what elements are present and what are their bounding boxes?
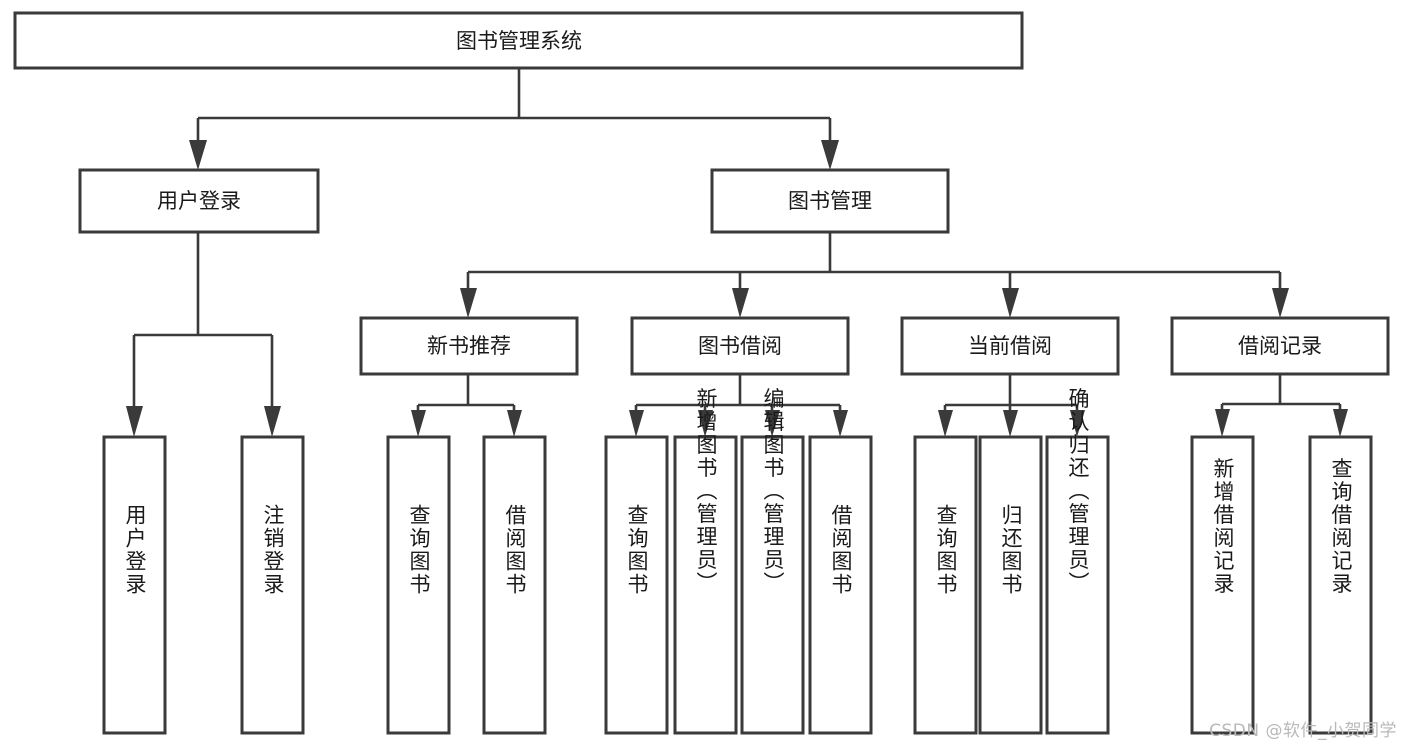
node-leaf-query-book-1-label: 查询图书 xyxy=(407,504,431,596)
arrowhead-leaf-query-book-2 xyxy=(629,410,644,437)
node-leaf-logout[interactable]: 注销登录 xyxy=(240,435,305,735)
node-leaf-edit-book-box[interactable] xyxy=(740,435,805,735)
node-leaf-query-book-3[interactable]: 查询图书 xyxy=(913,435,978,735)
node-root-label: 图书管理系统 xyxy=(456,29,582,53)
node-leaf-confirm-return-label: 确认归还（管理员） xyxy=(1066,388,1090,595)
node-leaf-borrow-book-2[interactable]: 借阅图书 xyxy=(808,435,873,735)
node-book-borrow-box[interactable] xyxy=(630,316,850,376)
node-leaf-confirm-return[interactable]: 确认归还（管理员） xyxy=(1045,388,1110,735)
node-book-borrow[interactable]: 图书借阅 xyxy=(630,316,850,376)
arrowhead-leaf-user-login xyxy=(126,406,143,437)
node-leaf-query-book-3-label: 查询图书 xyxy=(934,504,958,596)
node-leaf-query-record[interactable]: 查询借阅记录 xyxy=(1308,435,1373,735)
node-leaf-return-book-label: 归还图书 xyxy=(999,504,1023,596)
nodes-layer: 图书管理系统 用户登录 图书管理 新书推荐 图书借阅 xyxy=(13,11,1390,735)
node-leaf-borrow-book-1-box[interactable] xyxy=(482,435,547,735)
arrowhead-leaf-query-book-1 xyxy=(411,410,426,437)
node-leaf-add-book[interactable]: 新增图书（管理员） xyxy=(673,388,738,735)
node-root[interactable]: 图书管理系统 xyxy=(13,11,1024,70)
node-root-box[interactable] xyxy=(13,11,1024,70)
arrowhead-new-book-recommend xyxy=(460,288,477,318)
arrowhead-leaf-add-book xyxy=(698,410,713,437)
arrowhead-leaf-query-record xyxy=(1333,409,1348,437)
node-leaf-edit-book[interactable]: 编辑图书（管理员） xyxy=(740,388,805,735)
node-leaf-query-book-2-label: 查询图书 xyxy=(625,504,649,596)
node-leaf-borrow-book-2-label: 借阅图书 xyxy=(829,504,853,596)
node-leaf-edit-book-label: 编辑图书（管理员） xyxy=(761,388,785,595)
node-leaf-add-record-label: 新增借阅记录 xyxy=(1211,457,1235,595)
node-leaf-user-login-label: 用户登录 xyxy=(123,504,147,596)
node-leaf-user-login[interactable]: 用户登录 xyxy=(102,435,167,735)
node-leaf-logout-box[interactable] xyxy=(240,435,305,735)
node-new-book-recommend[interactable]: 新书推荐 xyxy=(359,316,579,376)
node-user-login-label: 用户登录 xyxy=(157,189,241,213)
node-borrow-record-label: 借阅记录 xyxy=(1238,334,1322,358)
node-leaf-return-book[interactable]: 归还图书 xyxy=(978,435,1043,735)
arrowhead-leaf-borrow-book-2 xyxy=(833,410,848,437)
arrowhead-leaf-confirm-return xyxy=(1070,410,1085,437)
node-current-borrow-box[interactable] xyxy=(900,316,1120,376)
arrowhead-leaf-logout xyxy=(264,406,281,437)
edges-layer xyxy=(126,68,1348,437)
node-leaf-query-book-1-box[interactable] xyxy=(386,435,451,735)
node-user-login-box[interactable] xyxy=(78,168,320,234)
arrowhead-leaf-edit-book xyxy=(765,410,780,437)
node-book-borrow-label: 图书借阅 xyxy=(698,334,782,358)
arrowhead-leaf-borrow-book-1 xyxy=(507,410,522,437)
arrowhead-book-manage xyxy=(821,140,839,170)
node-leaf-query-book-1[interactable]: 查询图书 xyxy=(386,435,451,735)
node-leaf-query-record-label: 查询借阅记录 xyxy=(1329,457,1353,595)
arrowhead-leaf-query-book-3 xyxy=(938,410,953,437)
arrowhead-book-borrow xyxy=(732,288,749,318)
node-book-manage[interactable]: 图书管理 xyxy=(710,168,950,234)
node-leaf-query-book-2-box[interactable] xyxy=(604,435,669,735)
node-borrow-record[interactable]: 借阅记录 xyxy=(1170,316,1390,376)
node-leaf-add-book-label: 新增图书（管理员） xyxy=(694,388,718,595)
node-leaf-borrow-book-2-box[interactable] xyxy=(808,435,873,735)
node-leaf-borrow-book-1-label: 借阅图书 xyxy=(503,504,527,596)
node-leaf-query-book-3-box[interactable] xyxy=(913,435,978,735)
arrowhead-user-login xyxy=(189,140,207,170)
node-new-book-recommend-box[interactable] xyxy=(359,316,579,376)
arrowhead-borrow-record xyxy=(1272,288,1289,318)
arrowhead-current-borrow xyxy=(1002,288,1019,318)
node-leaf-add-record[interactable]: 新增借阅记录 xyxy=(1190,435,1255,735)
node-current-borrow[interactable]: 当前借阅 xyxy=(900,316,1120,376)
node-book-manage-box[interactable] xyxy=(710,168,950,234)
node-borrow-record-box[interactable] xyxy=(1170,316,1390,376)
arrowhead-leaf-add-record xyxy=(1215,409,1230,437)
node-book-manage-label: 图书管理 xyxy=(788,189,872,213)
arrowhead-leaf-return-book xyxy=(1003,410,1018,437)
node-leaf-query-book-2[interactable]: 查询图书 xyxy=(604,435,669,735)
node-leaf-borrow-book-1[interactable]: 借阅图书 xyxy=(482,435,547,735)
node-leaf-user-login-box[interactable] xyxy=(102,435,167,735)
node-leaf-add-record-box[interactable] xyxy=(1190,435,1255,735)
node-user-login[interactable]: 用户登录 xyxy=(78,168,320,234)
node-leaf-add-book-box[interactable] xyxy=(673,435,738,735)
node-new-book-recommend-label: 新书推荐 xyxy=(427,334,511,358)
node-leaf-confirm-return-box[interactable] xyxy=(1045,435,1110,735)
node-leaf-logout-label: 注销登录 xyxy=(261,504,285,596)
node-leaf-query-record-box[interactable] xyxy=(1308,435,1373,735)
node-current-borrow-label: 当前借阅 xyxy=(968,334,1052,358)
node-leaf-return-book-box[interactable] xyxy=(978,435,1043,735)
